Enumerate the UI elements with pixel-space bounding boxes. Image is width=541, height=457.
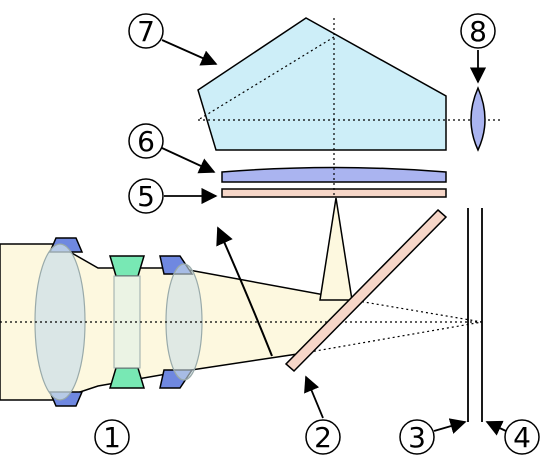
virtual-ray-lower xyxy=(303,321,483,354)
label-1: 1 xyxy=(94,419,130,455)
label-6: 6 xyxy=(128,123,216,174)
label-4: 4 xyxy=(485,419,540,455)
eyepiece-lens xyxy=(470,86,486,152)
svg-text:5: 5 xyxy=(137,180,155,213)
pentaprism-light-path xyxy=(197,18,500,198)
virtual-ray-upper xyxy=(351,299,483,323)
label-5: 5 xyxy=(128,178,218,214)
svg-text:6: 6 xyxy=(137,125,155,158)
label-2: 2 xyxy=(304,375,341,455)
svg-text:8: 8 xyxy=(469,15,487,48)
reflected-beam xyxy=(319,197,353,301)
reflex-mirror xyxy=(284,208,448,373)
label-3: 3 xyxy=(399,418,467,455)
label-7: 7 xyxy=(128,13,218,66)
svg-text:2: 2 xyxy=(314,421,332,454)
svg-text:7: 7 xyxy=(137,15,155,48)
lens-rear-element xyxy=(159,255,203,389)
label-8: 8 xyxy=(460,13,496,84)
svg-text:4: 4 xyxy=(513,421,531,454)
pentaprism xyxy=(197,17,447,151)
mirror-swing-arrow xyxy=(216,226,273,357)
svg-text:3: 3 xyxy=(408,421,426,454)
svg-text:1: 1 xyxy=(103,421,121,454)
